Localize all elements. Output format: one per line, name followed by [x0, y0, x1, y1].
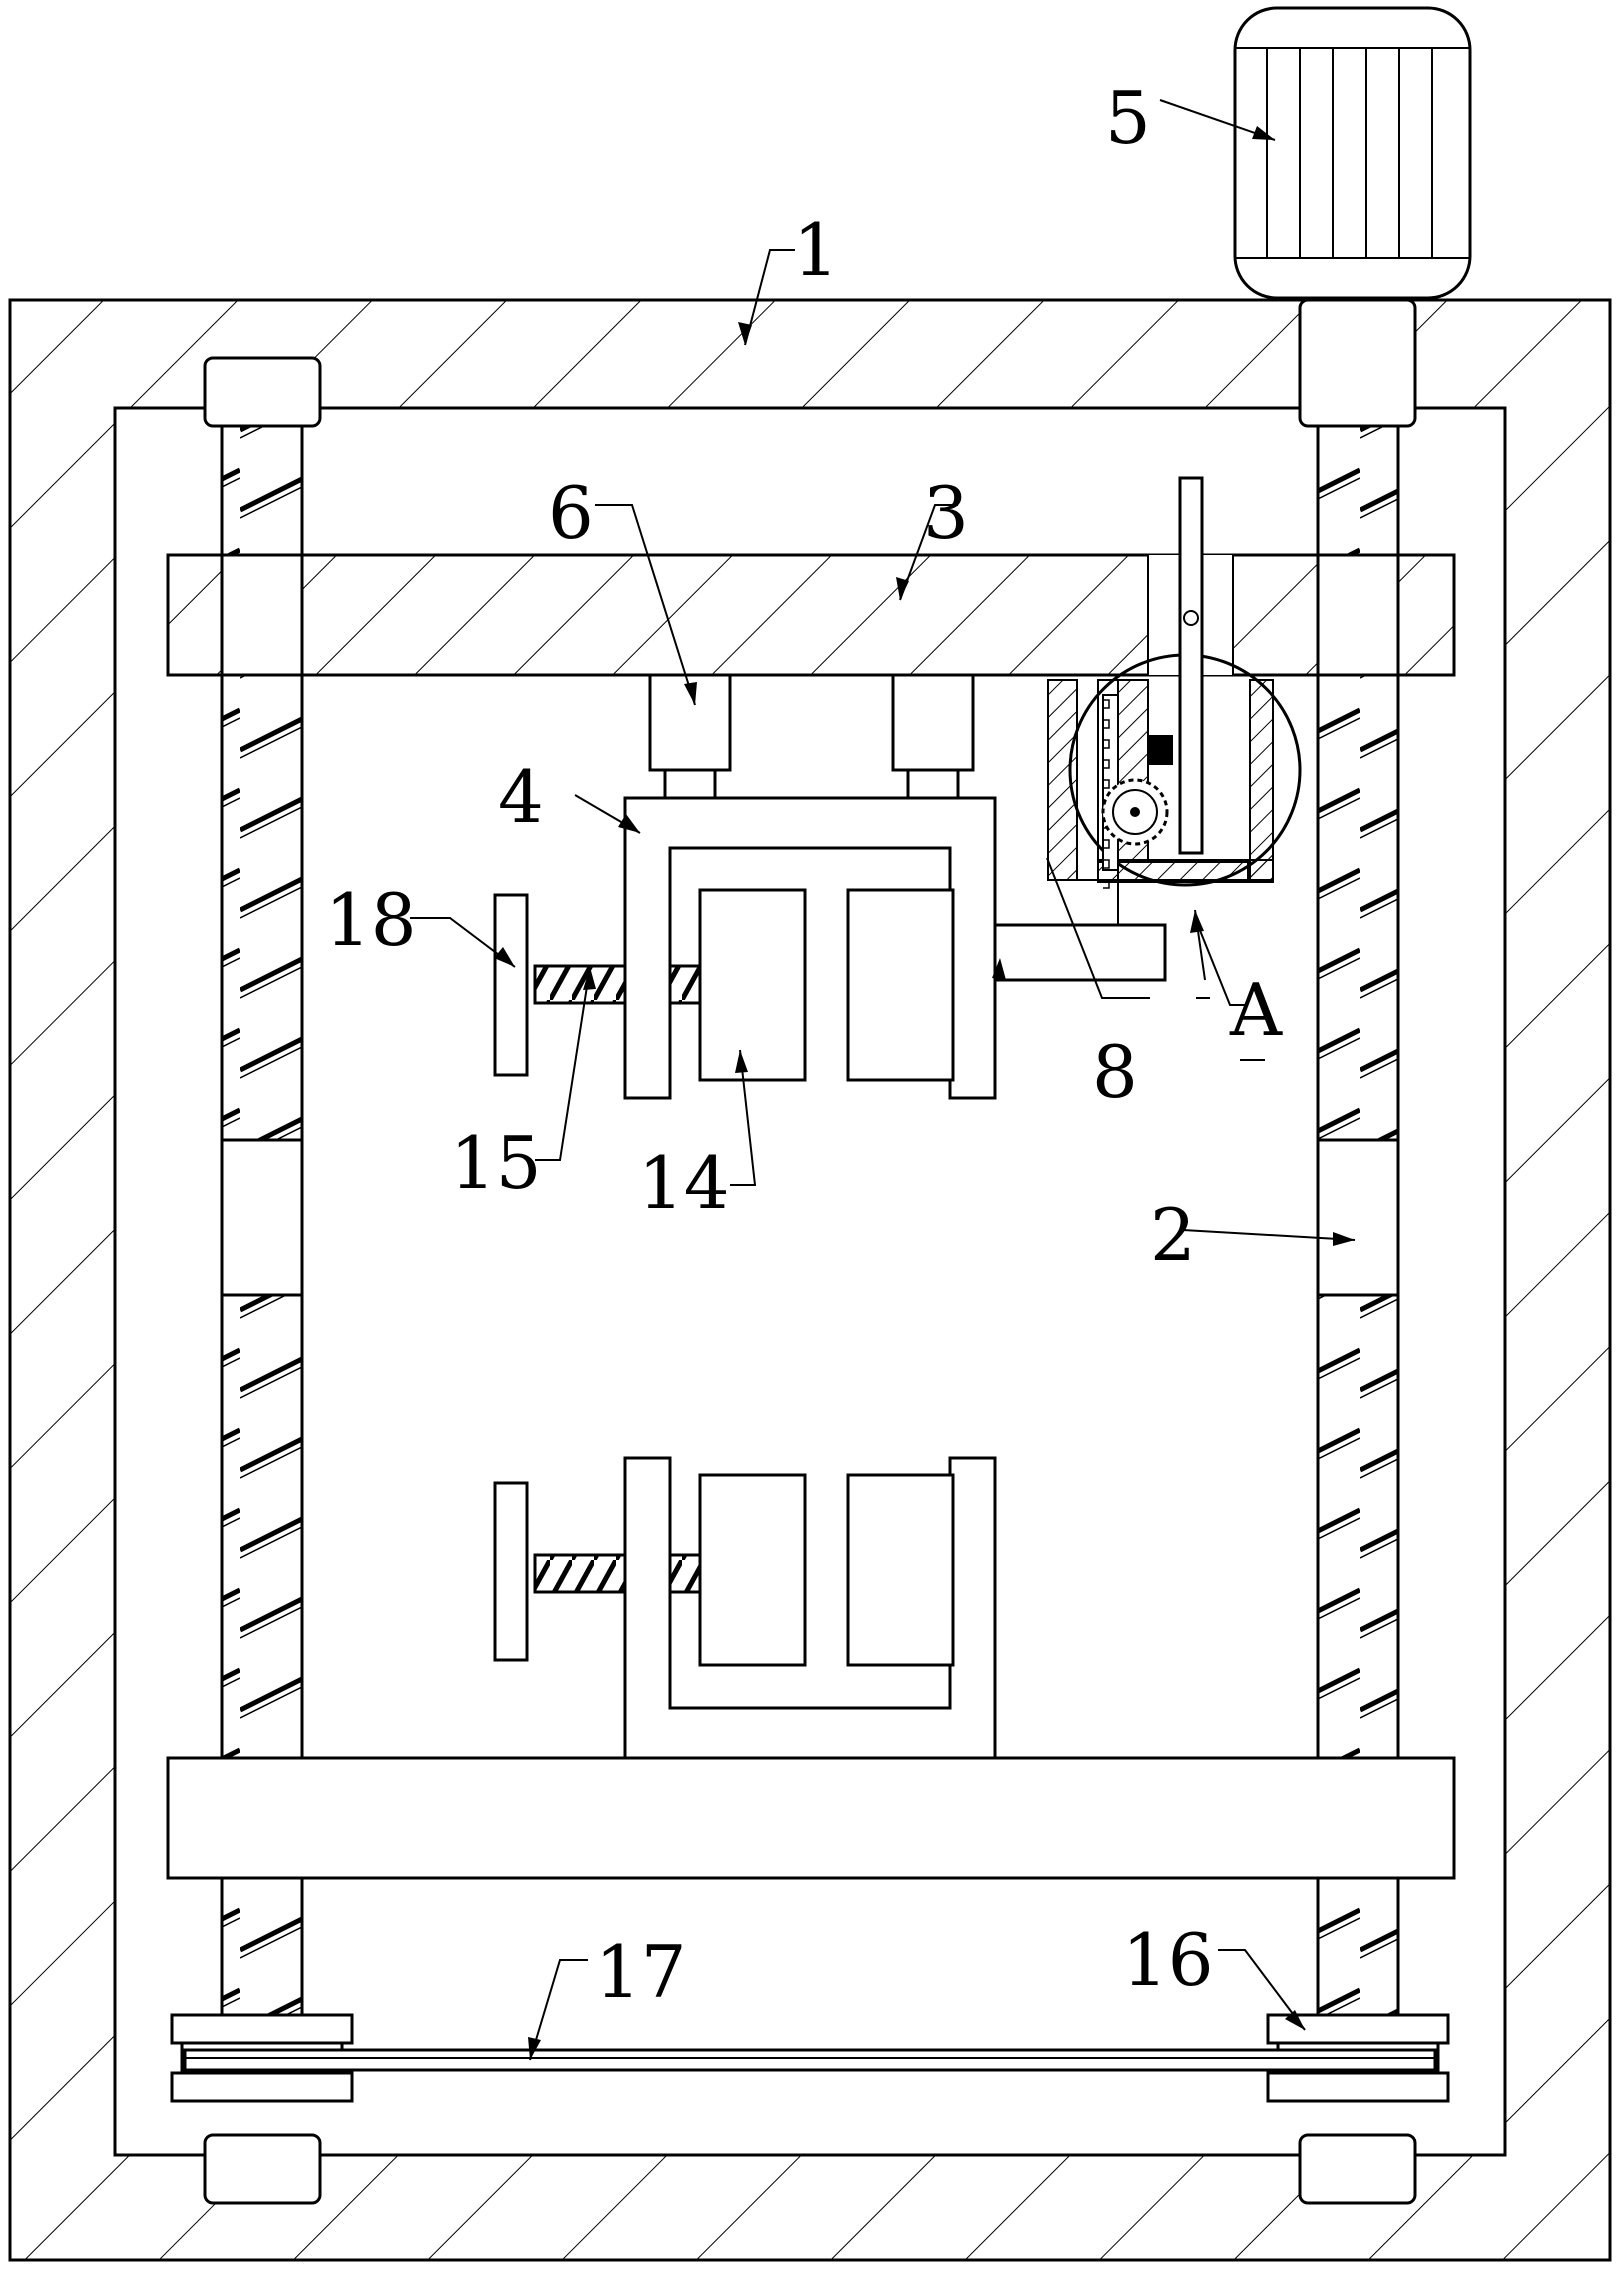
cylinder-right	[893, 675, 973, 798]
label-14: 14	[638, 1141, 730, 1225]
label-17: 17	[595, 1930, 687, 2014]
label-5: 5	[1105, 76, 1151, 160]
drive-belt	[185, 2050, 1435, 2070]
bottom-beam	[168, 1758, 1454, 1878]
label-6: 6	[548, 471, 594, 555]
label-16: 16	[1122, 1918, 1214, 2002]
top-beam	[168, 555, 1454, 675]
label-4: 4	[498, 755, 544, 839]
label-1: 1	[793, 208, 839, 292]
label-18: 18	[325, 878, 417, 962]
motor	[1235, 8, 1470, 298]
detail-a-assembly	[1048, 478, 1300, 925]
label-3: 3	[923, 471, 969, 555]
label-2: 2	[1150, 1193, 1196, 1277]
label-a: A	[1229, 968, 1283, 1052]
lower-clamp	[495, 1458, 995, 1758]
label-8: 8	[1092, 1030, 1138, 1114]
label-15: 15	[450, 1121, 542, 1205]
